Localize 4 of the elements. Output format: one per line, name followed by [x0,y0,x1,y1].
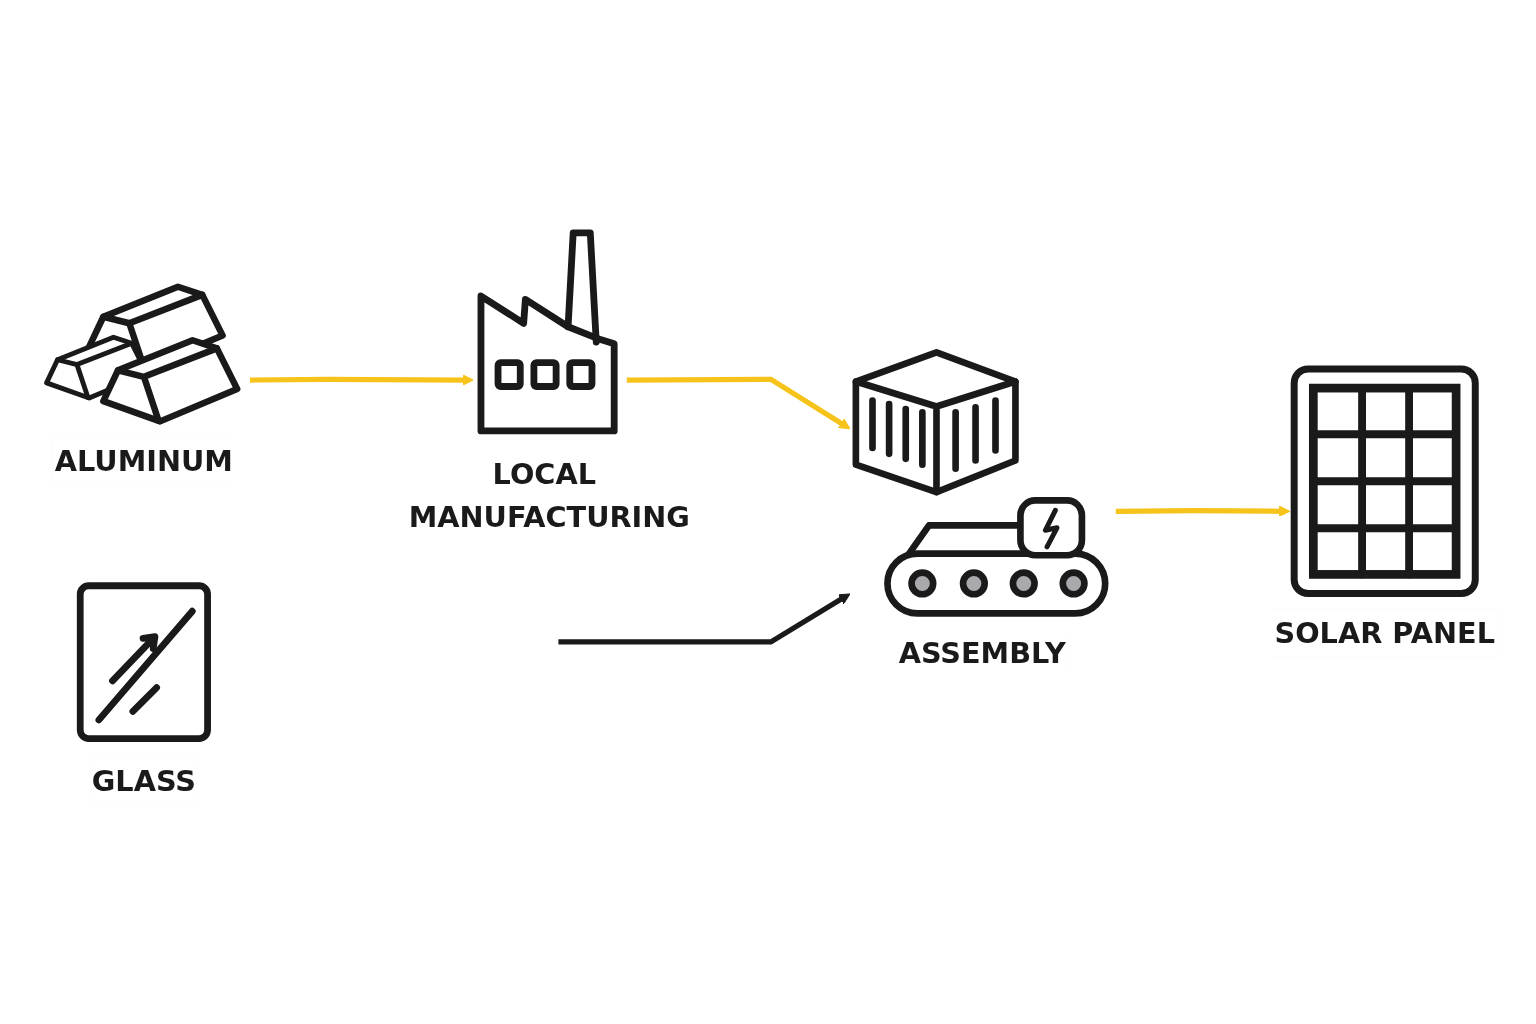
arrow [558,593,851,645]
arrow [626,377,851,430]
arrow [249,374,474,387]
arrow [1115,505,1291,518]
